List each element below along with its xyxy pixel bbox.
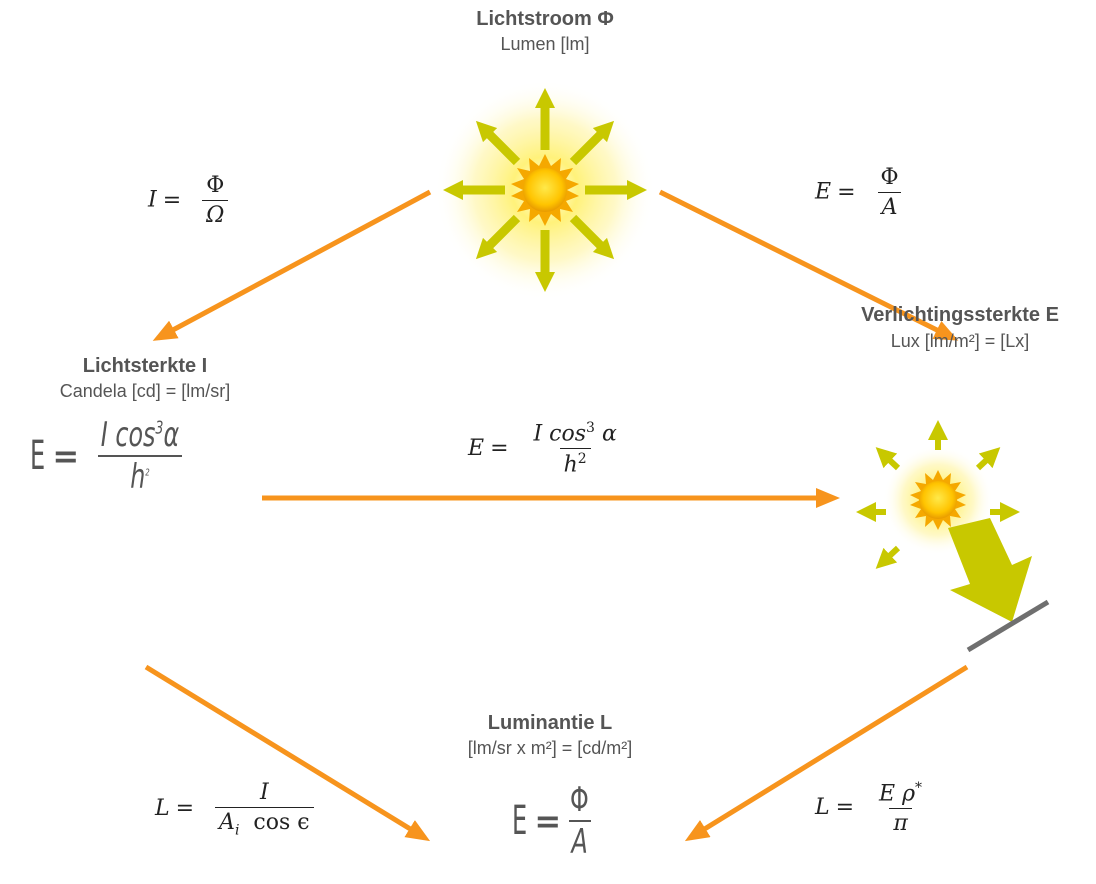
intensity-unit: Candela [cd] = [lm/sr] xyxy=(59,381,231,401)
illuminance-title: Verlichtingssterkte E xyxy=(861,304,1059,326)
luminance-unit: [lm/sr x m²] = [cd/m²] xyxy=(467,738,633,758)
arrow-flux-to-intensity xyxy=(152,189,432,341)
formula-condensed-left: E = I cos3α h2 xyxy=(30,415,196,497)
sun-icon xyxy=(435,80,655,300)
luminance-title: Luminantie L xyxy=(487,712,613,734)
arrows xyxy=(144,189,969,842)
formula-condensed-bottom: E = Φ A xyxy=(512,780,591,862)
arrow-illuminance-to-luminance xyxy=(684,664,969,842)
flux-unit: Lumen [lm] xyxy=(500,34,590,54)
flux-title: Lichtstroom Φ xyxy=(476,8,614,30)
formula-luminance-from-intensity: L= I Ai cos ϵ xyxy=(155,780,314,838)
illuminance-unit: Lux [lm/m²] = [Lx] xyxy=(890,331,1030,351)
intensity-title: Lichtsterkte I xyxy=(82,355,208,377)
formula-luminance-from-illuminance: L= E ρ* π xyxy=(815,780,923,837)
formula-intensity-to-illuminance: E= I cos3 α h2 xyxy=(468,420,617,478)
arrow-flux-to-illuminance xyxy=(658,189,959,341)
sun-reflection-icon xyxy=(856,420,1050,653)
arrow-intensity-to-luminance xyxy=(144,664,431,842)
